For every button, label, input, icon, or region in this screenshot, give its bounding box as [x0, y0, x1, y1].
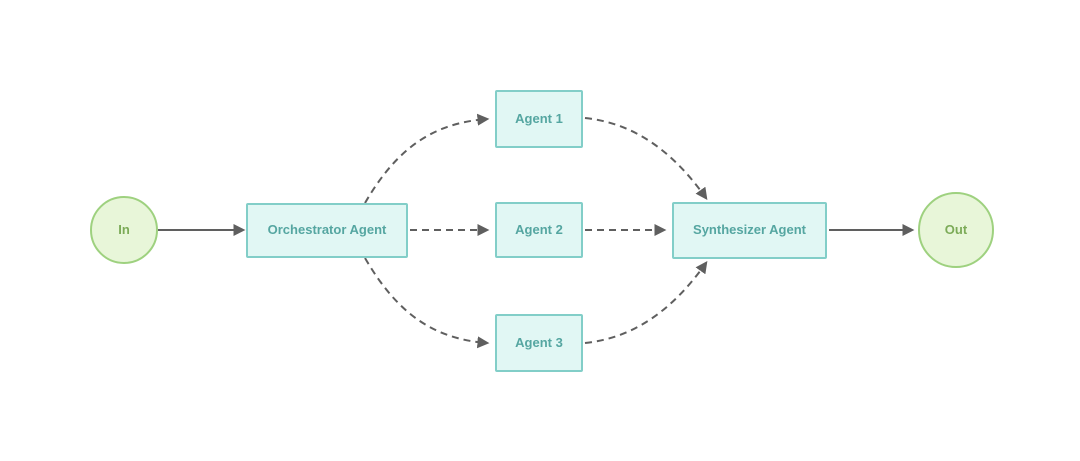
edge-orchestrator-to-agent-1 [364, 113, 490, 204]
node-input-label: In [118, 221, 130, 237]
node-output-label: Out [944, 221, 968, 237]
node-agent-2: Agent 2 [495, 202, 583, 258]
node-orchestrator-agent-label: Orchestrator Agent [267, 222, 387, 238]
node-synthesizer-agent: Synthesizer Agent [672, 202, 827, 259]
node-input: In [90, 196, 158, 264]
node-agent-1-label: Agent 1 [515, 110, 563, 126]
node-synthesizer-agent-label: Synthesizer Agent [693, 222, 806, 238]
node-orchestrator-agent: Orchestrator Agent [246, 203, 408, 258]
edge-agent-1-to-synthesizer [584, 117, 708, 200]
edge-orchestrator-to-agent-3 [364, 257, 490, 349]
node-agent-2-label: Agent 2 [515, 221, 563, 237]
node-agent-3: Agent 3 [495, 314, 583, 372]
edge-agent-3-to-synthesizer [584, 261, 708, 344]
node-agent-1: Agent 1 [495, 90, 583, 148]
node-output: Out [918, 192, 994, 268]
node-agent-3-label: Agent 3 [515, 334, 563, 350]
